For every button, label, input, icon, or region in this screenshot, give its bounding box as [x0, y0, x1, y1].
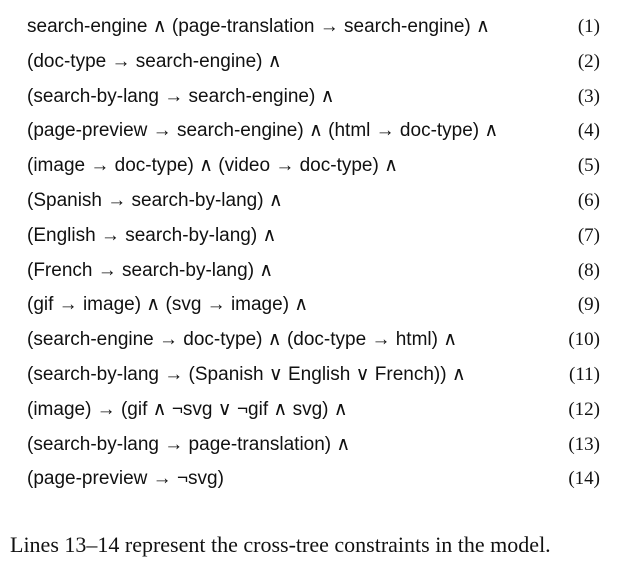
formula-row-12: (image) → (gif ∧ ¬svg ∨ ¬gif ∧ svg) ∧ (1…: [0, 393, 642, 428]
equation-number-5: (5): [577, 155, 600, 177]
equation-number-4: (4): [577, 120, 600, 142]
formula-row-6: (Spanish → search-by-lang) ∧ (6): [0, 184, 642, 219]
formula-row-3: (search-by-lang → search-engine) ∧ (3): [0, 80, 642, 115]
equation-number-9: (9): [577, 294, 600, 316]
formula-8: (French → search-by-lang) ∧: [27, 259, 274, 281]
formula-4: (page-preview → search-engine) ∧ (html →…: [27, 120, 499, 142]
formula-14: (page-preview → ¬svg): [27, 468, 224, 490]
equation-number-2: (2): [577, 50, 600, 72]
formula-row-13: (search-by-lang → page-translation) ∧ (1…: [0, 428, 642, 463]
formula-row-4: (page-preview → search-engine) ∧ (html →…: [0, 114, 642, 149]
formula-5: (image → doc-type) ∧ (video → doc-type) …: [27, 155, 398, 177]
equation-number-11: (11): [569, 363, 600, 385]
equation-number-14: (14): [568, 468, 600, 490]
formula-3: (search-by-lang → search-engine) ∧: [27, 85, 335, 107]
formula-row-9: (gif → image) ∧ (svg → image) ∧ (9): [0, 288, 642, 323]
formula-row-7: (English → search-by-lang) ∧ (7): [0, 219, 642, 254]
formula-11: (search-by-lang → (Spanish ∨ English ∨ F…: [27, 363, 466, 385]
equation-number-7: (7): [577, 224, 600, 246]
formula-row-1: search-engine ∧ (page-translation → sear…: [0, 10, 642, 45]
equation-number-6: (6): [577, 189, 600, 211]
formula-list: search-engine ∧ (page-translation → sear…: [0, 10, 642, 497]
formula-9: (gif → image) ∧ (svg → image) ∧: [27, 294, 309, 316]
formula-1: search-engine ∧ (page-translation → sear…: [27, 16, 490, 37]
formula-row-11: (search-by-lang → (Spanish ∨ English ∨ F…: [0, 358, 642, 393]
formula-13: (search-by-lang → page-translation) ∧: [27, 433, 351, 455]
equation-number-12: (12): [568, 398, 600, 420]
formula-6: (Spanish → search-by-lang) ∧: [27, 189, 283, 211]
formula-10: (search-engine → doc-type) ∧ (doc-type →…: [27, 329, 458, 351]
formula-row-10: (search-engine → doc-type) ∧ (doc-type →…: [0, 323, 642, 358]
formula-row-5: (image → doc-type) ∧ (video → doc-type) …: [0, 149, 642, 184]
formula-row-14: (page-preview → ¬svg) (14): [0, 462, 642, 497]
equation-number-8: (8): [577, 259, 600, 281]
formula-12: (image) → (gif ∧ ¬svg ∨ ¬gif ∧ svg) ∧: [27, 398, 348, 420]
equation-number-10: (10): [568, 329, 600, 351]
formula-row-2: (doc-type → search-engine) ∧ (2): [0, 45, 642, 80]
formula-7: (English → search-by-lang) ∧: [27, 224, 277, 246]
formula-2: (doc-type → search-engine) ∧: [27, 50, 282, 72]
equation-number-3: (3): [577, 85, 600, 107]
formula-row-8: (French → search-by-lang) ∧ (8): [0, 254, 642, 289]
equation-number-1: (1): [577, 16, 600, 37]
equation-number-13: (13): [568, 433, 600, 455]
caption-paragraph: Lines 13–14 represent the cross-tree con…: [10, 532, 551, 557]
